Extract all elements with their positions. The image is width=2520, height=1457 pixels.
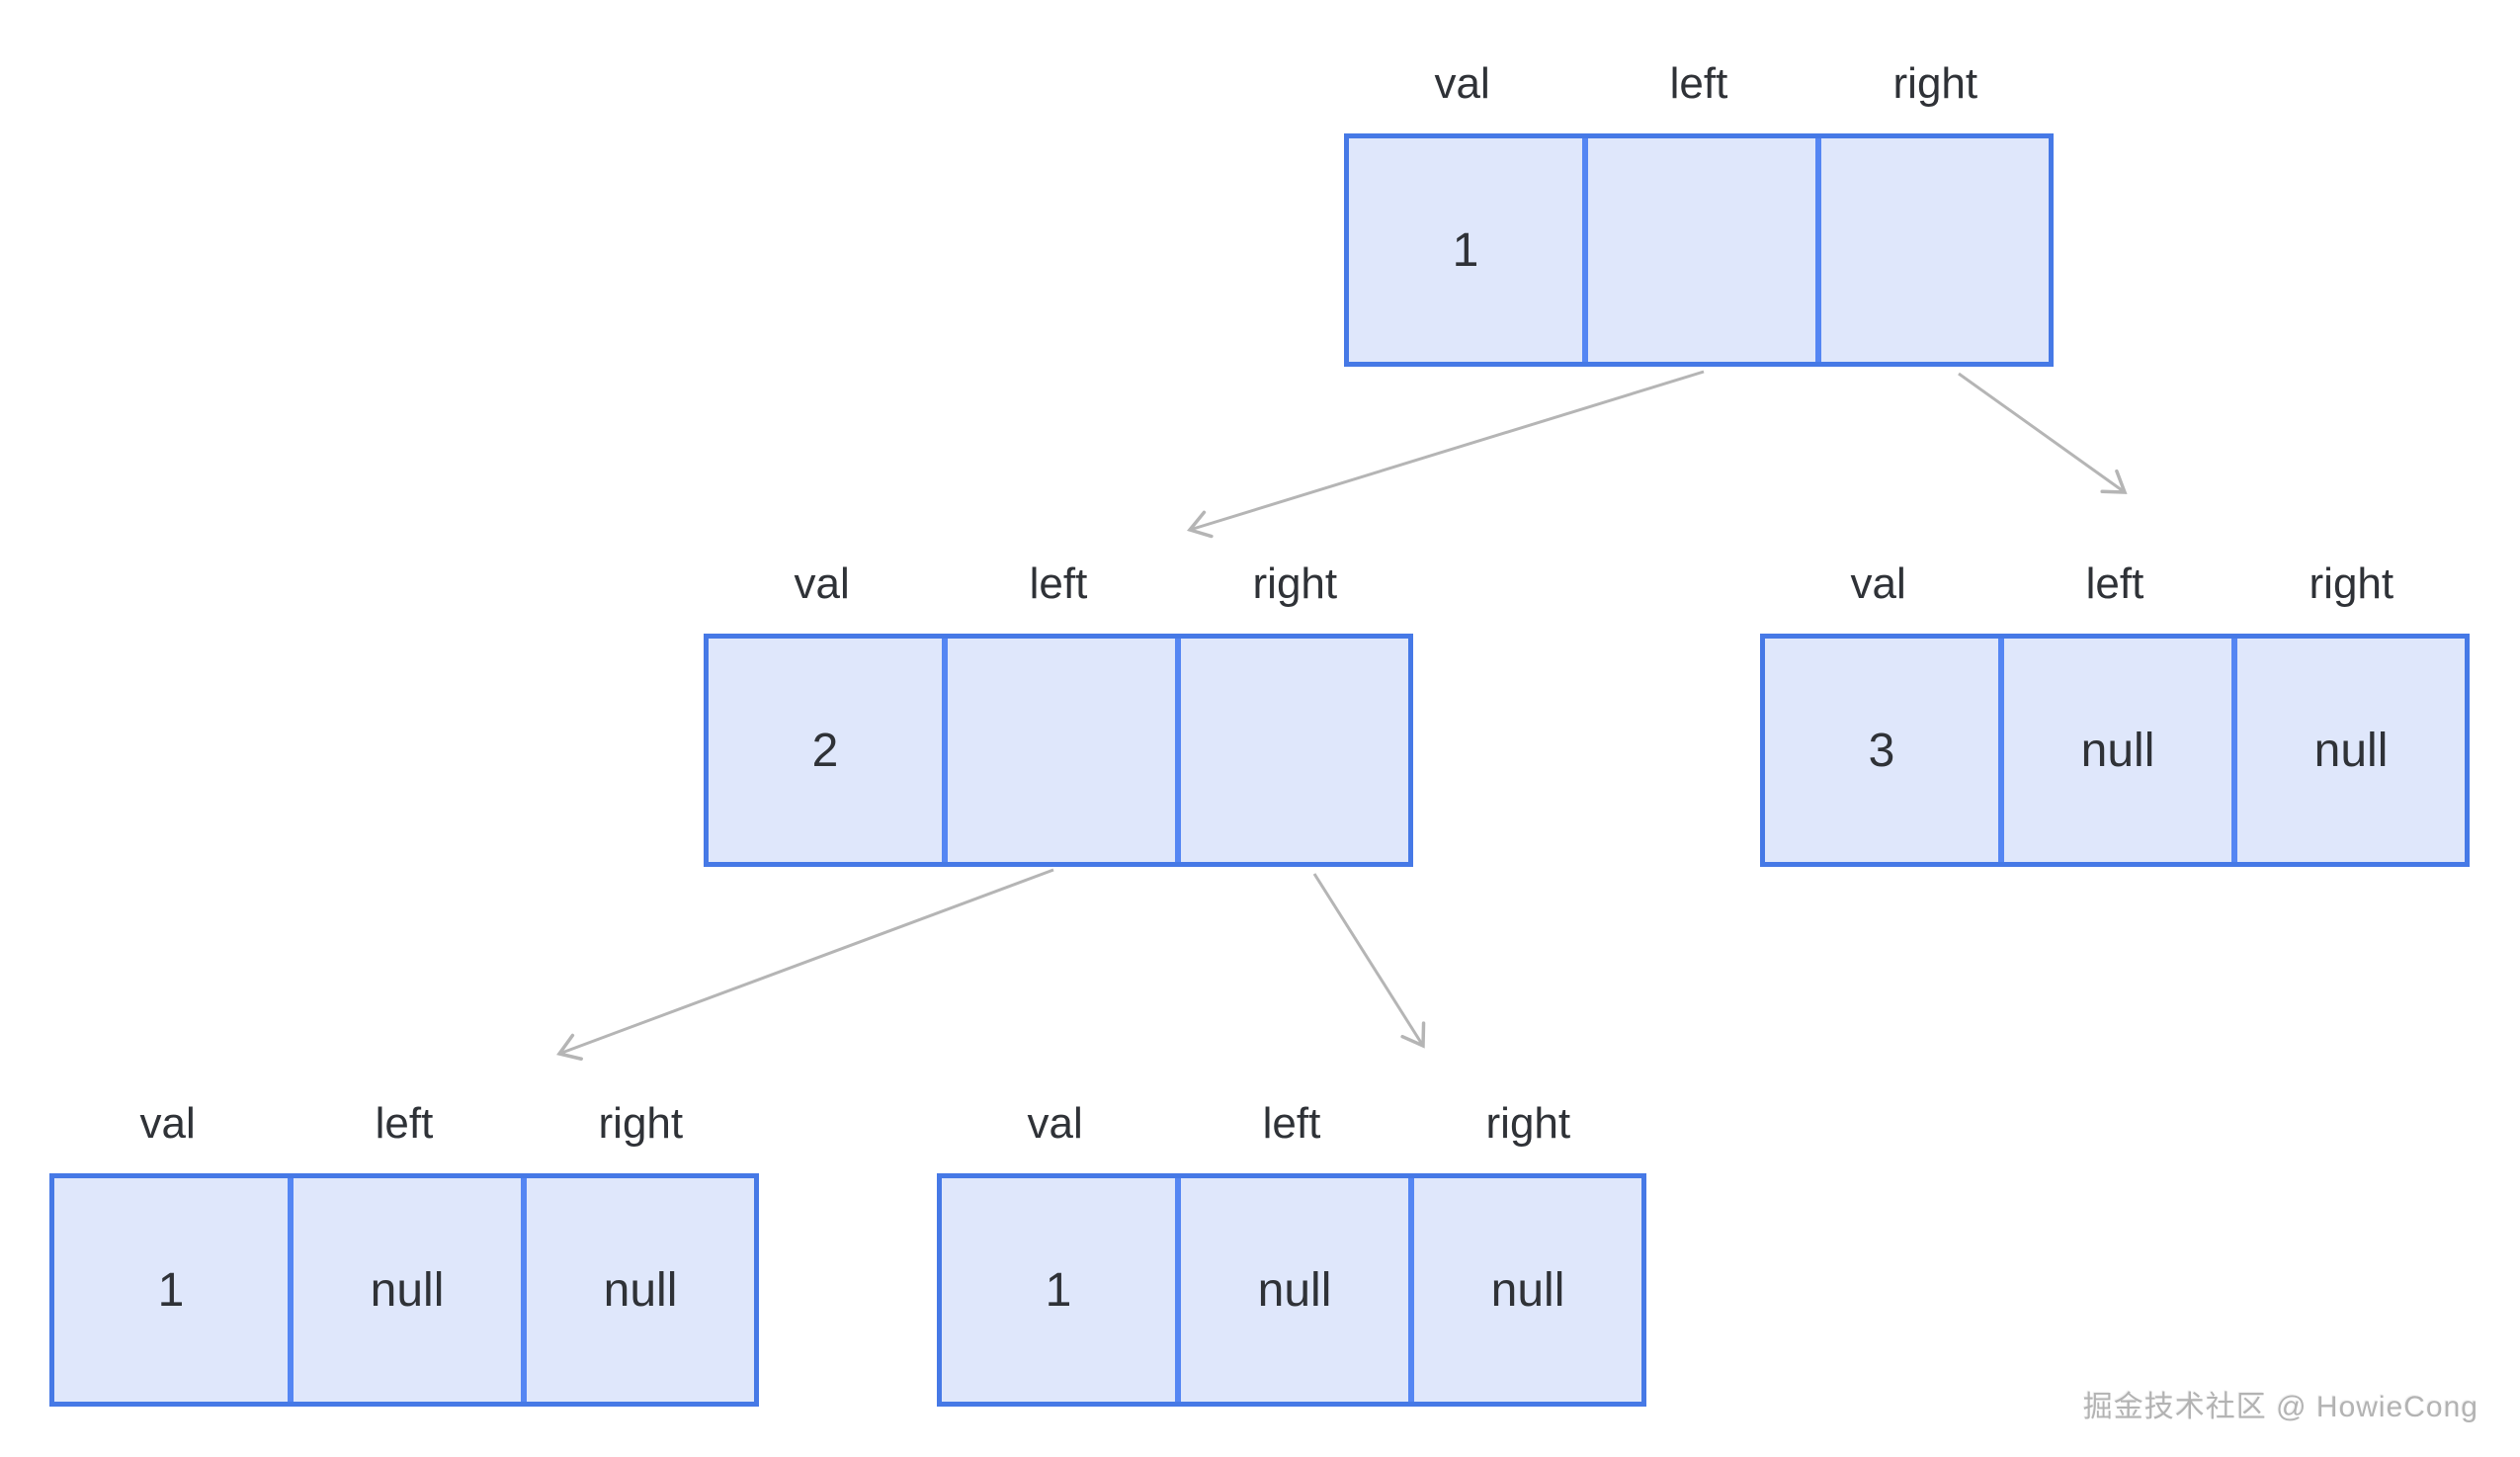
val-cell: 1 <box>1045 1263 1072 1317</box>
edge-root-to-right-child-arrow <box>1958 372 2128 494</box>
right-cell: null <box>2231 639 2465 862</box>
field-label-left: left <box>2085 559 2144 608</box>
right-cell <box>1175 639 1408 862</box>
field-label-val: val <box>1027 1099 1083 1148</box>
field-label-right: right <box>1485 1099 1571 1148</box>
field-label-left: left <box>375 1099 434 1148</box>
right-cell: null <box>521 1178 754 1402</box>
node-box: 1 null null <box>937 1173 1646 1407</box>
left-cell: null <box>1998 639 2231 862</box>
tree-node-right-child: val left right 3 null null <box>1760 550 2470 867</box>
node-field-labels: val left right <box>49 1089 759 1149</box>
field-label-right: right <box>1252 559 1338 608</box>
left-cell: null <box>288 1178 521 1402</box>
field-label-right: right <box>598 1099 684 1148</box>
node-box: 1 null null <box>49 1173 759 1407</box>
field-label-val: val <box>1850 559 1906 608</box>
node-box: 2 <box>704 634 1413 867</box>
watermark: 掘金技术社区 @ HowieCong <box>2082 1391 2478 1423</box>
tree-node-left-left-grandchild: val left right 1 null null <box>49 1089 759 1407</box>
right-cell <box>1815 138 2049 362</box>
left-cell: null <box>1175 1178 1408 1402</box>
field-label-val: val <box>1434 59 1490 108</box>
node-field-labels: val left right <box>704 550 1413 609</box>
tree-node-left-right-grandchild: val left right 1 null null <box>937 1089 1646 1407</box>
left-cell <box>1582 138 1815 362</box>
field-label-left: left <box>1029 559 1088 608</box>
node-box: 1 <box>1344 133 2054 367</box>
field-label-val: val <box>139 1099 196 1148</box>
node-field-labels: val left right <box>1344 49 2054 109</box>
edge-left-child-to-left-grandchild-arrow <box>556 868 1054 1061</box>
val-cell: 2 <box>811 724 839 777</box>
left-cell <box>942 639 1175 862</box>
val-cell: 1 <box>1452 223 1479 277</box>
val-cell: 1 <box>157 1263 185 1317</box>
tree-node-root: val left right 1 <box>1344 49 2054 367</box>
node-box: 3 null null <box>1760 634 2470 867</box>
field-label-left: left <box>1669 59 1728 108</box>
field-label-val: val <box>794 559 850 608</box>
edge-left-child-to-right-grandchild-arrow <box>1312 873 1426 1049</box>
field-label-right: right <box>1892 59 1978 108</box>
val-cell: 3 <box>1868 724 1895 777</box>
node-field-labels: val left right <box>1760 550 2470 609</box>
field-label-left: left <box>1262 1099 1321 1148</box>
right-cell: null <box>1408 1178 1641 1402</box>
tree-node-left-child: val left right 2 <box>704 550 1413 867</box>
node-field-labels: val left right <box>937 1089 1646 1149</box>
edge-root-to-left-child-arrow <box>1186 370 1705 539</box>
field-label-right: right <box>2309 559 2394 608</box>
